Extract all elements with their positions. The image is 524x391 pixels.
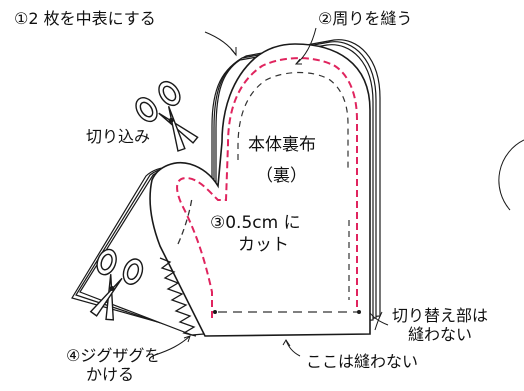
notch-label: 切り込み (86, 127, 151, 146)
unsewn-label: ここは縫わない (306, 352, 419, 371)
step3-label-line1: ③0.5cm に (210, 213, 301, 233)
switch-label-line2: 縫わない (408, 325, 473, 344)
switch-label-line1: 切り替え部は (392, 306, 489, 325)
partial-circle (498, 139, 524, 211)
leader-arrows (154, 27, 389, 357)
body-title-label: 本体裏布 (248, 135, 316, 155)
step2-label: ②周りを縫う (318, 9, 413, 28)
scissors-icon (135, 80, 199, 152)
step3-label-line2: カット (238, 235, 289, 255)
stitch-line (176, 57, 358, 318)
inner-cut-line (237, 71, 349, 170)
step4-label-line2: かける (86, 365, 135, 384)
zigzag-stitch (159, 257, 197, 337)
body-subtitle-label: （裏） (256, 166, 307, 186)
step4-label-line1: ④ジグザグを (66, 346, 161, 365)
scissors-icon (89, 248, 144, 321)
step1-label: ①2 枚を中表にする (14, 9, 156, 28)
cut-line (177, 197, 193, 245)
